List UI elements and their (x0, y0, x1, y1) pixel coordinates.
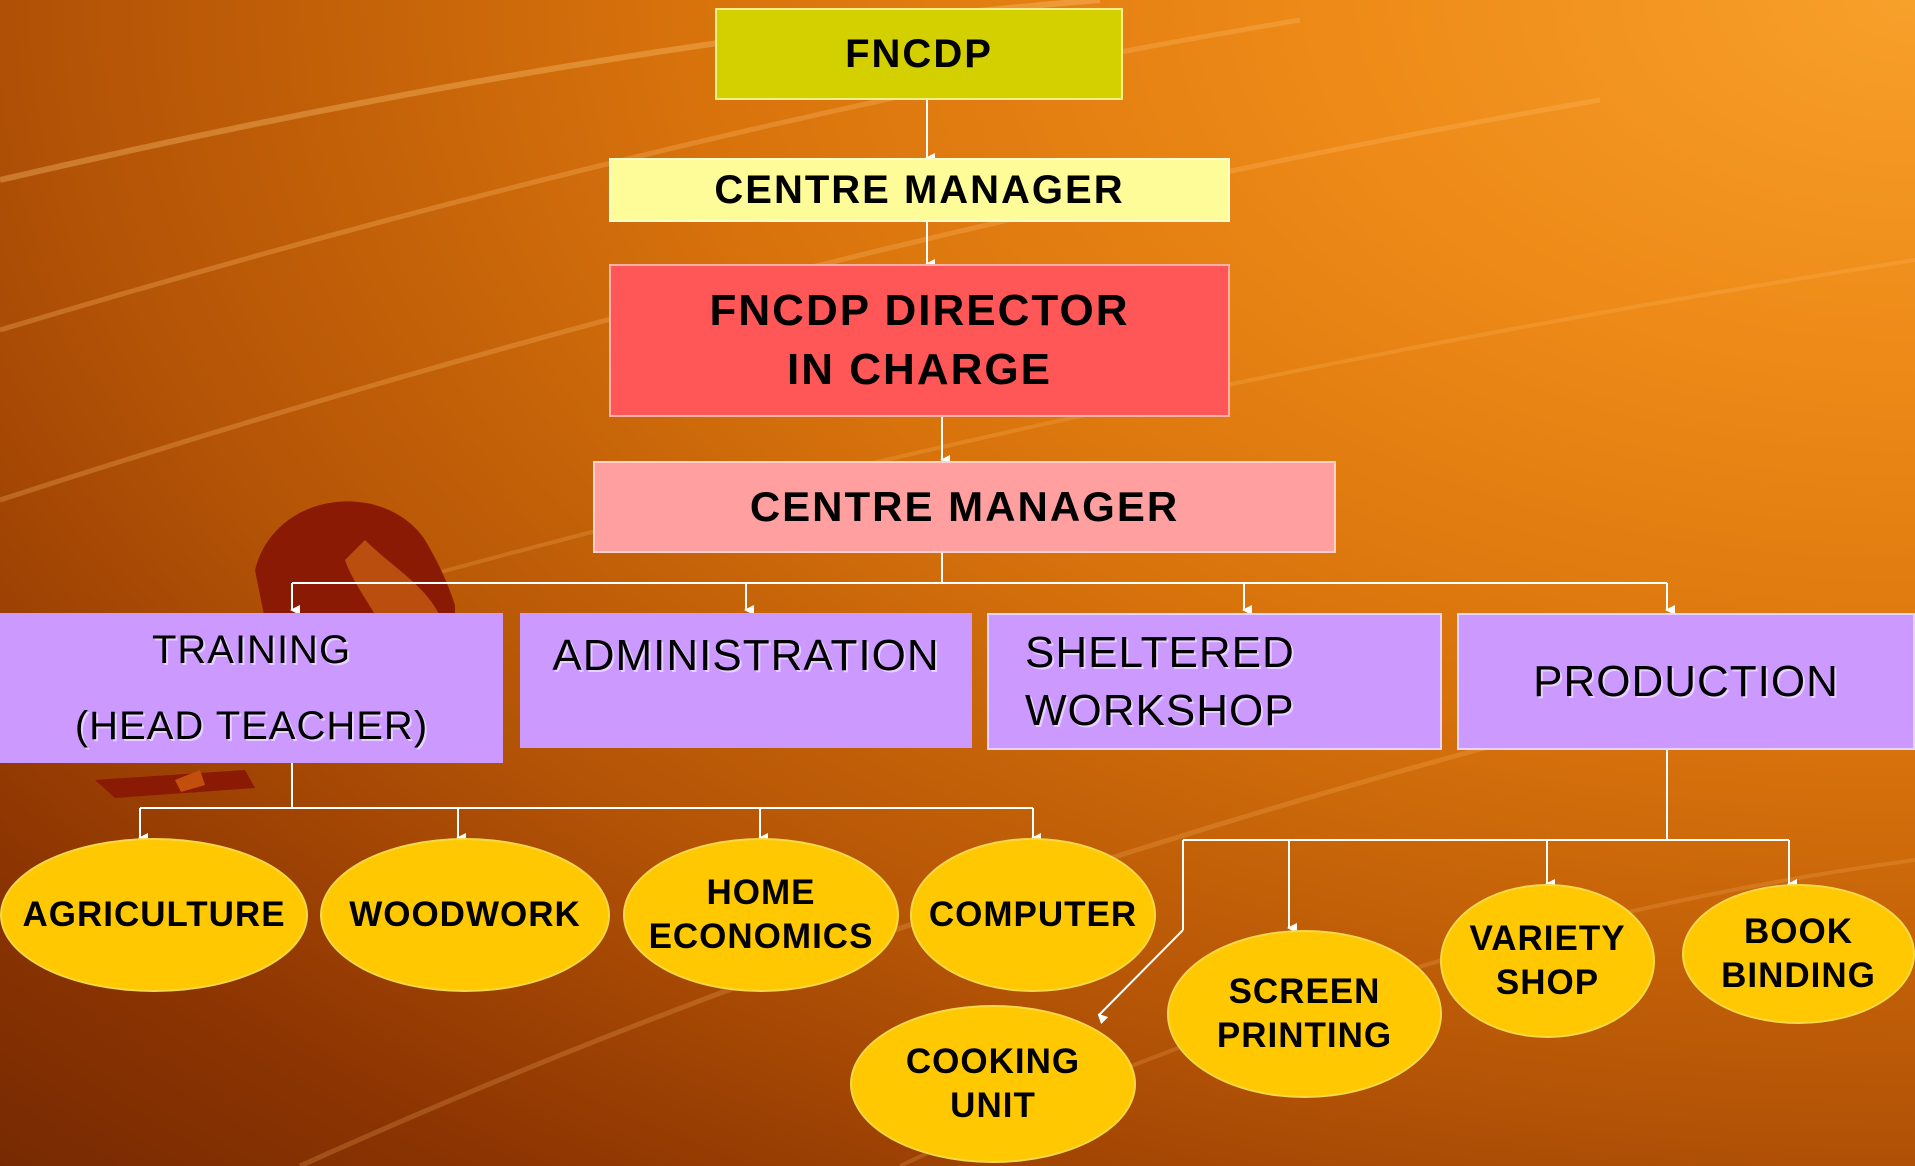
book-label-line1: BOOK (1744, 912, 1853, 952)
home-economics-ellipse: HOME ECONOMICS (623, 838, 899, 992)
agriculture-label: AGRICULTURE (22, 895, 286, 935)
director-label-line1: FNCDP DIRECTOR (709, 286, 1130, 336)
woodwork-label: WOODWORK (349, 895, 581, 935)
book-label-line2: BINDING (1721, 956, 1876, 995)
training-label-line2: (HEAD TEACHER) (74, 704, 429, 748)
screen-label-line2: PRINTING (1216, 1016, 1393, 1055)
computer-label: COMPUTER (928, 895, 1138, 935)
agriculture-ellipse: AGRICULTURE (0, 838, 308, 992)
training-label-line1: TRAINING (151, 628, 352, 672)
sheltered-label-line1: SHELTERED (1025, 628, 1295, 678)
centre-manager-box-2: CENTRE MANAGER (593, 461, 1336, 553)
variety-label-line2: SHOP (1495, 963, 1600, 1002)
cooking-label-line2: UNIT (950, 1086, 1036, 1125)
fncdp-label: FNCDP (845, 31, 993, 76)
cooking-unit-ellipse: COOKING UNIT (850, 1005, 1136, 1163)
director-label-line2: IN CHARGE (787, 344, 1052, 394)
administration-label: ADMINISTRATION (552, 631, 940, 680)
screen-printing-ellipse: SCREEN PRINTING (1167, 930, 1442, 1098)
fncdp-box: FNCDP (715, 8, 1123, 100)
cooking-label-line1: COOKING (905, 1042, 1081, 1082)
administration-box: ADMINISTRATION (520, 613, 972, 748)
sheltered-label-line2: WORKSHOP (1025, 685, 1295, 735)
centre-manager-label-2: CENTRE MANAGER (749, 483, 1180, 530)
book-binding-ellipse: BOOK BINDING (1682, 884, 1915, 1024)
woodwork-ellipse: WOODWORK (320, 838, 610, 992)
computer-ellipse: COMPUTER (910, 838, 1156, 992)
home-economics-label-line2: ECONOMICS (648, 917, 874, 956)
home-economics-label-line1: HOME (706, 873, 816, 913)
variety-label-line1: VARIETY (1469, 919, 1626, 959)
training-box: TRAINING (HEAD TEACHER) (0, 613, 503, 763)
production-label: PRODUCTION (1533, 656, 1839, 706)
director-box: FNCDP DIRECTOR IN CHARGE (609, 264, 1230, 417)
production-box: PRODUCTION (1457, 613, 1915, 750)
sheltered-workshop-box: SHELTERED WORKSHOP (987, 613, 1442, 750)
variety-shop-ellipse: VARIETY SHOP (1440, 884, 1655, 1038)
centre-manager-box-1: CENTRE MANAGER (609, 158, 1230, 222)
centre-manager-label-1: CENTRE MANAGER (714, 167, 1125, 212)
screen-label-line1: SCREEN (1228, 972, 1381, 1012)
